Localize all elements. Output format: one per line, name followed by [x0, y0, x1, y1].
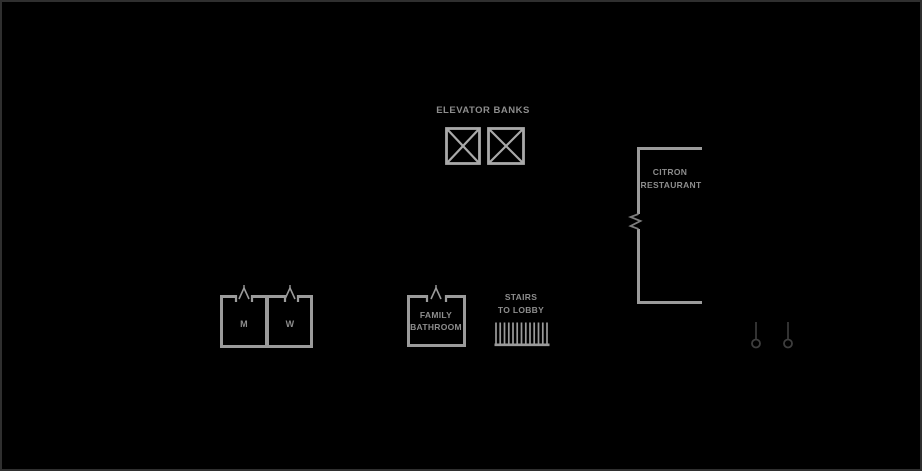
mens-room-label: M	[240, 319, 248, 329]
womens-door-swing-icon	[284, 285, 296, 300]
restaurant-name-line2: RESTAURANT	[640, 180, 702, 190]
womens-room-label: W	[285, 319, 295, 329]
family-bathroom-door-swing-icon	[430, 285, 442, 300]
elevator-banks-label: ELEVATOR BANKS	[436, 105, 530, 116]
restaurant-walls	[637, 147, 702, 304]
wall-break-entrance-icon	[628, 213, 643, 230]
mens-door-swing-icon	[238, 285, 250, 300]
restaurant-name-line1: CITRON	[652, 167, 688, 177]
stairs-label-line1: STAIRS	[504, 292, 538, 302]
stairs-label-line2: TO LOBBY	[497, 305, 545, 315]
elevator-shaft-right-icon	[487, 127, 525, 165]
family-bathroom-walls	[407, 295, 466, 347]
family-bathroom-label-line1: FAMILY	[419, 310, 453, 320]
elevator-shaft-left-icon	[445, 127, 481, 165]
column-marker-right-icon	[783, 322, 793, 349]
stairs-icon	[494, 322, 550, 347]
column-marker-left-icon	[751, 322, 761, 349]
family-bathroom-label-line2: BATHROOM	[410, 322, 462, 332]
mens-womens-bathroom-walls	[220, 295, 313, 348]
